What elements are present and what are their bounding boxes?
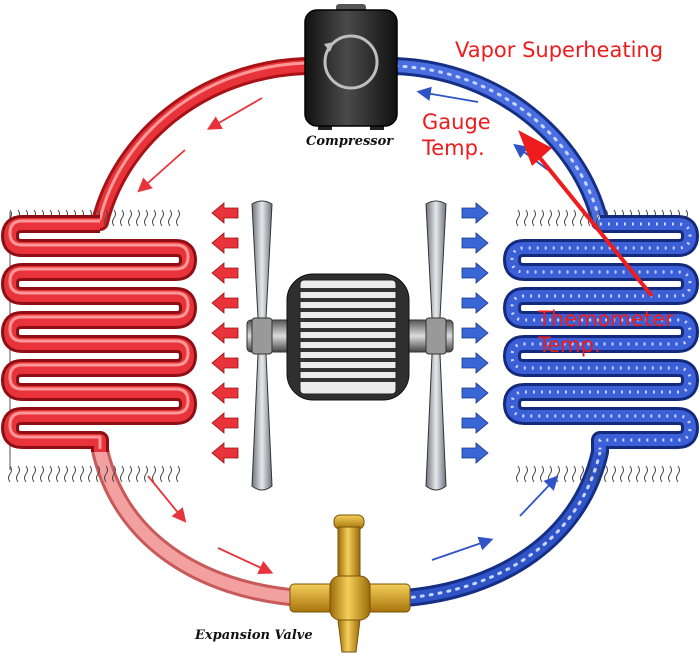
thermometer-temp-label-line2: Temp.: [538, 333, 601, 357]
thermometer-temp-label-line1: Themometer: [538, 307, 674, 331]
superheat-annotation-arrow: [518, 130, 654, 298]
fan-motor-icon: [246, 273, 454, 401]
fan-blade-icon: [425, 200, 447, 491]
expansion-valve-label: Expansion Valve: [195, 628, 313, 643]
fan-blade-icon: [251, 200, 273, 491]
hot-refrigerant-line: [91, 57, 314, 607]
gauge-temp-label-line1: Gauge: [422, 110, 491, 134]
expansion-valve-icon: [289, 514, 411, 653]
evaporator-coil: [503, 209, 699, 483]
airflow-arrow-icon: [211, 202, 239, 464]
compressor-label: Compressor: [306, 134, 394, 149]
condenser-coil: [1, 209, 197, 483]
gauge-temp-label-line2: Temp.: [422, 136, 485, 160]
compressor-icon: [304, 4, 398, 130]
vapor-superheating-label: Vapor Superheating: [455, 38, 664, 62]
cold-refrigerant-line: [386, 57, 609, 607]
flow-arrows: [137, 86, 559, 575]
airflow-arrow-icon: [461, 202, 489, 464]
